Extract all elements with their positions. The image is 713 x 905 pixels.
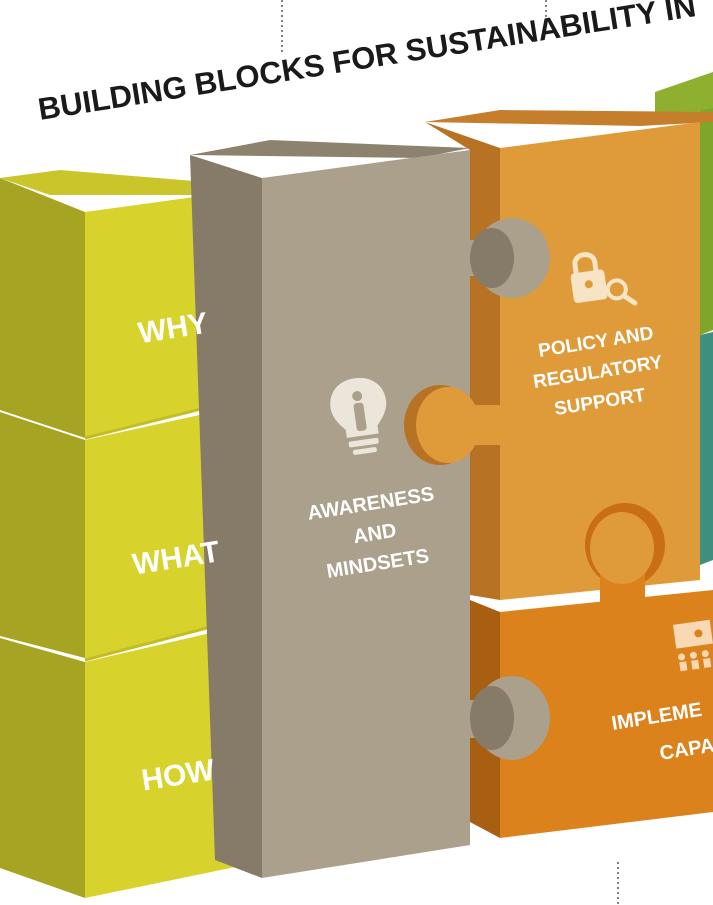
teal-block — [700, 332, 713, 565]
puzzle-knob-orange-left — [404, 385, 502, 465]
awareness-block — [190, 140, 470, 878]
presentation-audience-icon — [672, 619, 713, 672]
lightbulb-person-icon — [330, 377, 387, 455]
puzzle-knob-grey-top — [460, 218, 550, 298]
green-block — [700, 108, 713, 335]
lock-magnifier-icon — [570, 252, 638, 306]
awareness-block-top — [190, 140, 470, 158]
awareness-block-side — [190, 155, 262, 878]
policy-block-face — [500, 122, 700, 600]
implementation-block-face — [500, 590, 713, 838]
diagram-title: BUILDING BLOCKS FOR SUSTAINABILITY IN — [36, 0, 699, 127]
policy-block-top — [425, 110, 713, 126]
puzzle-knob-policy-bottom — [585, 503, 665, 610]
puzzle-knob-grey-bottom — [460, 676, 550, 760]
green-block-top — [655, 72, 713, 118]
awareness-block-face — [262, 150, 470, 878]
